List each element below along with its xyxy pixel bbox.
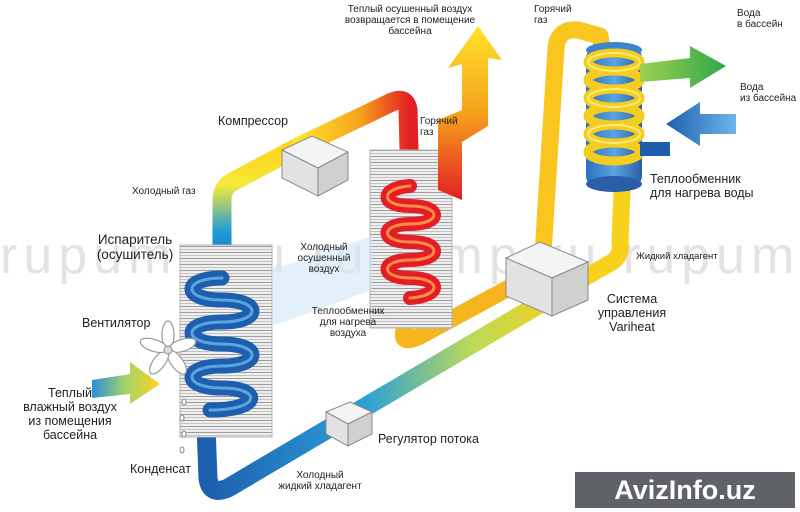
cold-gas-pipe — [212, 136, 310, 288]
label-cold-gas: Холодный газ — [132, 186, 196, 197]
label-warm-dry-air-return: Теплый осушенный воздух возвращается в п… — [344, 4, 476, 38]
water-inlet-stub — [640, 142, 670, 156]
label-compressor: Компрессор — [218, 114, 289, 128]
refrigerant-pipes — [195, 21, 631, 500]
cold-dry-air-beam — [272, 236, 372, 326]
label-hot-gas-right: Горячий газ — [420, 116, 458, 139]
control-system-icon — [504, 241, 590, 317]
hot-gas-riser-pipe — [533, 21, 613, 279]
label-water-from-pool: Вода из бассейна — [740, 82, 797, 105]
water-heat-exchanger — [583, 42, 645, 192]
label-warm-humid-air: Теплый влажный воздух из помещения бассе… — [23, 386, 117, 442]
cold-liquid-pipe — [195, 282, 570, 500]
humid-air-in-arrow-icon — [92, 362, 160, 404]
label-evaporator: Испаритель (осушитель) — [96, 232, 174, 263]
label-liquid-refrigerant: Жидкий хладагент — [636, 251, 718, 262]
liquid-riser-pipe — [551, 181, 631, 301]
condensate-drops — [179, 398, 187, 454]
flow-regulator-icon — [324, 401, 374, 447]
label-fan: Вентилятор — [82, 316, 151, 330]
air-hx-return-pipe — [394, 261, 551, 349]
hot-gas-top-pipe — [290, 90, 420, 200]
label-water-to-pool: Вода в бассейн — [737, 8, 783, 31]
label-hot-gas-center: Горячий газ — [534, 4, 572, 27]
water-coil-icon — [583, 48, 645, 166]
site-logo: AvizInfo.uz — [575, 472, 795, 508]
label-condensate: Конденсат — [130, 462, 191, 476]
label-air-heat-exchanger: Теплообменник для нагрева воздуха — [311, 306, 385, 340]
label-cold-liquid-refrigerant: Холодный жидкий хладагент — [278, 470, 362, 493]
label-cold-dry-air: Холодный осушенный воздух — [297, 242, 351, 276]
label-water-heat-exchanger: Теплообменник для нагрева воды — [650, 172, 754, 200]
warm-air-exit-arrow-icon — [438, 26, 502, 200]
label-flow-regulator: Регулятор потока — [378, 432, 479, 446]
water-to-pool-arrow-icon — [640, 46, 726, 88]
evaporator — [179, 244, 273, 438]
compressor-icon — [280, 135, 350, 197]
water-from-pool-arrow-icon — [666, 102, 736, 146]
label-control-system: Система управления Variheat — [597, 292, 667, 334]
fan-icon — [139, 320, 197, 375]
